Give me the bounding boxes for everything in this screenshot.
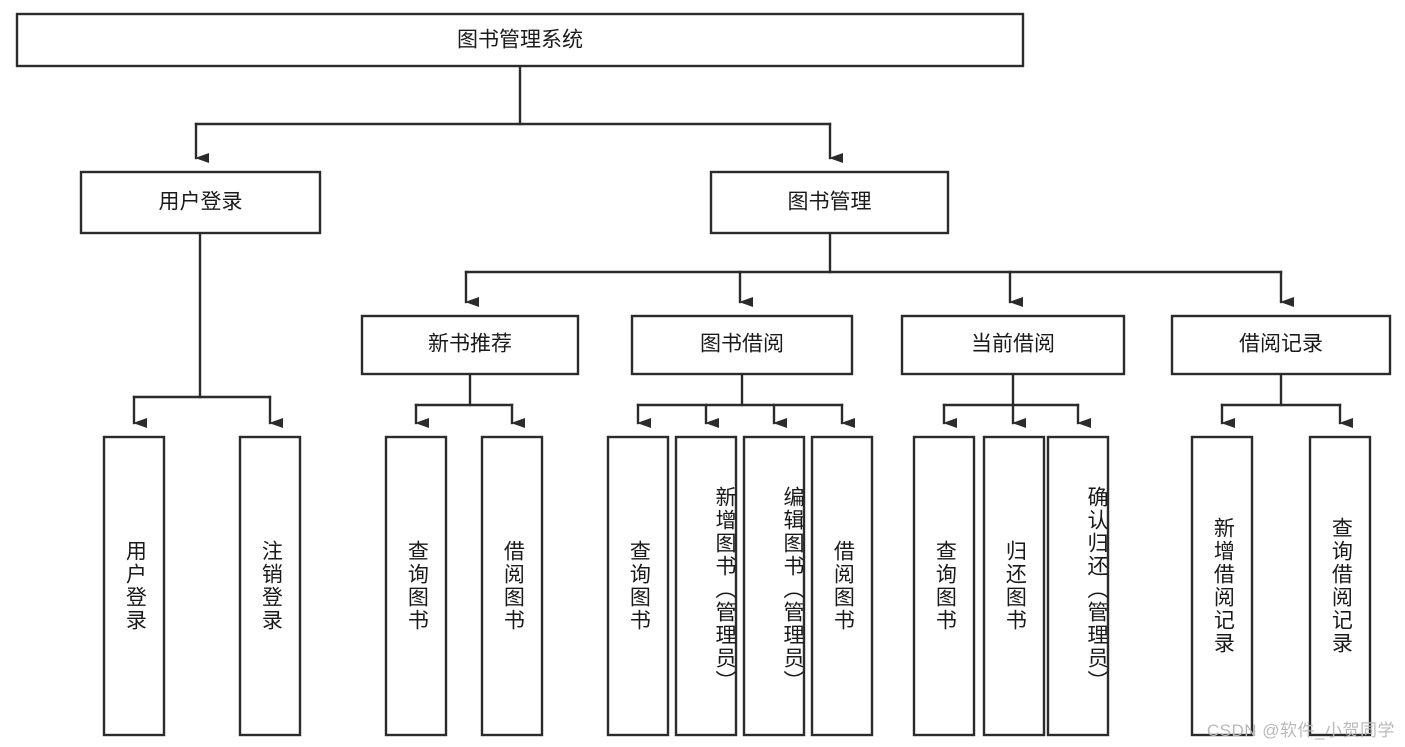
watermark-text: CSDN @软件_小贺同学 xyxy=(1206,721,1395,740)
node-leaf-confirm-return[interactable] xyxy=(1046,435,1110,737)
connector-newbook-to-leaves xyxy=(414,372,525,428)
node-book-manage-label: 图书管理 xyxy=(788,191,872,214)
node-leaf-add-book[interactable] xyxy=(674,435,738,737)
node-leaf-borrow-book-1[interactable] xyxy=(480,435,544,737)
node-leaf-user-login[interactable] xyxy=(102,435,166,737)
connector-bookborrow-to-leaves xyxy=(636,372,855,428)
node-leaf-query-record[interactable] xyxy=(1308,435,1372,737)
node-new-book-recommend-label: 新书推荐 xyxy=(428,333,512,356)
node-new-book-recommend[interactable] xyxy=(360,314,580,376)
node-user-login[interactable] xyxy=(79,170,322,235)
node-root-label: 图书管理系统 xyxy=(457,29,583,52)
node-current-borrow[interactable] xyxy=(900,314,1126,376)
connector-root-to-level2 xyxy=(194,64,843,163)
node-book-manage[interactable] xyxy=(709,170,950,235)
node-leaf-logout[interactable] xyxy=(238,435,302,737)
node-leaf-return-book[interactable] xyxy=(982,435,1046,737)
node-book-borrow-label: 图书借阅 xyxy=(700,333,784,356)
node-leaf-borrow-book-2[interactable] xyxy=(810,435,874,737)
connector-borrowrecord-to-leaves xyxy=(1220,372,1353,428)
node-borrow-record[interactable] xyxy=(1170,314,1392,376)
node-leaf-query-book-2[interactable] xyxy=(606,435,670,737)
node-current-borrow-label: 当前借阅 xyxy=(971,333,1055,356)
node-leaf-edit-book[interactable] xyxy=(742,435,806,737)
node-book-borrow[interactable] xyxy=(630,314,854,376)
connector-currentborrow-to-leaves xyxy=(942,372,1091,428)
node-user-login-label: 用户登录 xyxy=(159,191,243,214)
node-leaf-query-book-1[interactable] xyxy=(384,435,448,737)
node-leaf-query-book-3[interactable] xyxy=(912,435,976,737)
node-leaf-add-record[interactable] xyxy=(1190,435,1254,737)
node-borrow-record-label: 借阅记录 xyxy=(1239,333,1323,356)
node-root[interactable] xyxy=(15,12,1025,68)
connector-userlogin-to-leaves xyxy=(132,231,283,428)
connector-bookmanage-to-level3 xyxy=(464,231,1294,307)
